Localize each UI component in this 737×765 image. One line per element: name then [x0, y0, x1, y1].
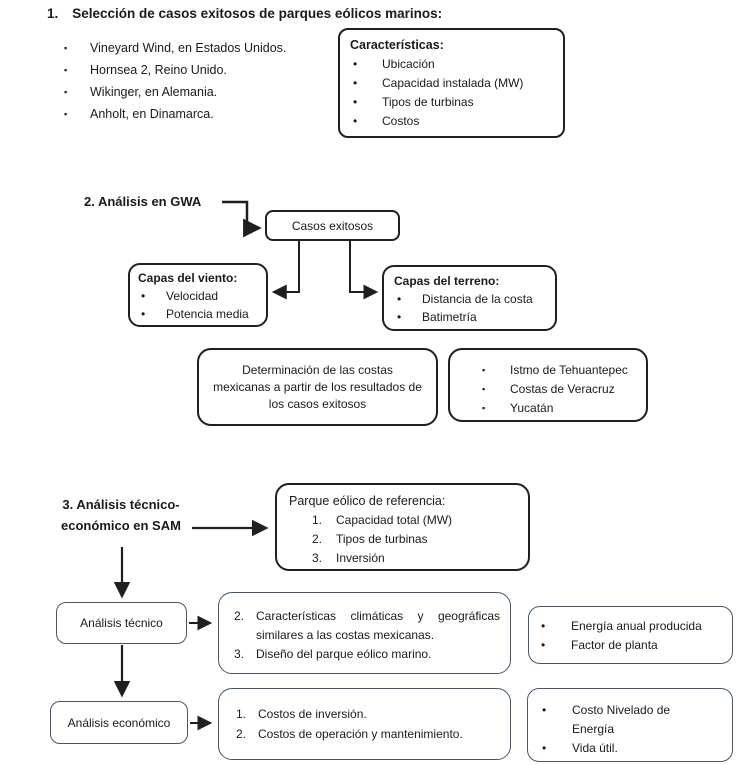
list-item: • Costos — [350, 112, 553, 131]
list-item: ▪ Wikinger, en Alemania. — [64, 81, 286, 103]
list-item: • Vida útil. — [538, 739, 696, 758]
list-item: 2. Tipos de turbinas — [312, 532, 428, 546]
list-item: ▪ Anholt, en Dinamarca. — [64, 103, 286, 125]
tecnico-resultados-list: • Energía anual producida • Factor de pl… — [537, 617, 724, 655]
economico-detalle-list: 1. Costos de inversión. 2. Costos de ope… — [233, 704, 500, 744]
list-item: ▪ Yucatán — [458, 399, 638, 418]
capas-terreno-box: Capas del terreno: • Distancia de la cos… — [382, 265, 557, 331]
list-item: • Distancia de la costa — [397, 292, 533, 306]
round-bullet: • — [541, 619, 546, 633]
list-item: • Batimetría — [397, 310, 477, 324]
list-item: ▪ Hornsea 2, Reino Unido. — [64, 59, 286, 81]
box-title: Capas del viento: — [138, 271, 238, 285]
list-item: • Velocidad — [141, 289, 219, 303]
square-bullet: ▪ — [482, 403, 486, 413]
parque-list: 1. Capacidad total (MW) 2. Tipos de turb… — [289, 511, 516, 568]
tecnico-detalle-box: 2. Características climáticas y geográfi… — [218, 592, 511, 674]
analisis-economico-box: Análisis económico — [50, 701, 188, 744]
economico-detalle-box: 1. Costos de inversión. 2. Costos de ope… — [218, 688, 511, 760]
heading-number: 1. — [47, 6, 59, 21]
square-bullet: ▪ — [482, 365, 486, 375]
sam-label: 3. Análisis técnico- económico en SAM — [46, 494, 196, 536]
sam-label-line2: económico en SAM — [61, 518, 181, 533]
determinacion-box: Determinación de las costas mexicanas a … — [197, 348, 438, 426]
list-item: 2. Características climáticas y geográfi… — [234, 609, 500, 642]
casos-exitosos-box: Casos exitosos — [265, 210, 400, 241]
box-title: Parque eólico de referencia: — [289, 494, 446, 508]
round-bullet: • — [542, 741, 547, 755]
list-item: 3. Diseño del parque eólico marino. — [234, 647, 432, 661]
plant-list: ▪ Vineyard Wind, en Estados Unidos. ▪ Ho… — [64, 37, 286, 125]
box-title: Características: — [350, 38, 444, 52]
costas-list: ▪ Istmo de Tehuantepec ▪ Costas de Verac… — [458, 361, 638, 418]
economico-resultados-box: • Costo Nivelado de Energía • Vida útil. — [527, 688, 733, 762]
list-item: ▪ Costas de Veracruz — [458, 380, 638, 399]
tecnico-resultados-box: • Energía anual producida • Factor de pl… — [528, 606, 733, 664]
economico-resultados-list: • Costo Nivelado de Energía • Vida útil. — [538, 701, 696, 758]
round-bullet: • — [397, 310, 402, 324]
round-bullet: • — [353, 114, 358, 128]
capas-viento-box: Capas del viento: • Velocidad • Potencia… — [128, 263, 268, 327]
list-item: ▪ Istmo de Tehuantepec — [458, 361, 638, 380]
round-bullet: • — [141, 289, 146, 303]
square-bullet: ▪ — [482, 384, 486, 394]
list-item: • Factor de planta — [537, 636, 724, 655]
list-item: • Capacidad instalada (MW) — [350, 74, 553, 93]
list-item: 2. Costos de operación y mantenimiento. — [236, 727, 463, 741]
list-item: • Tipos de turbinas — [350, 93, 553, 112]
round-bullet: • — [353, 57, 358, 71]
heading-seleccion: 1. Selección de casos exitosos de parque… — [47, 6, 442, 21]
round-bullet: • — [141, 307, 146, 321]
round-bullet: • — [542, 703, 547, 717]
sam-label-line1: 3. Análisis técnico- — [62, 497, 180, 512]
list-item: 1. Capacidad total (MW) — [312, 513, 453, 527]
square-bullet: ▪ — [64, 65, 68, 75]
gwa-label: 2. Análisis en GWA — [84, 194, 202, 209]
list-item: 3. Inversión — [312, 551, 385, 565]
list-item: ▪ Vineyard Wind, en Estados Unidos. — [64, 37, 286, 59]
list-item: • Potencia media — [141, 307, 249, 321]
tecnico-detalle-list: 2. Características climáticas y geográfi… — [231, 607, 500, 664]
caracteristicas-box: Características: • Ubicación • Capacidad… — [338, 28, 565, 138]
analisis-tecnico-box: Análisis técnico — [56, 602, 187, 644]
square-bullet: ▪ — [64, 43, 68, 53]
square-bullet: ▪ — [64, 109, 68, 119]
round-bullet: • — [353, 76, 358, 90]
list-item: • Costo Nivelado de Energía — [542, 703, 671, 736]
viento-list: • Velocidad • Potencia media — [138, 287, 258, 323]
list-item: 1. Costos de inversión. — [236, 707, 367, 721]
parque-referencia-box: Parque eólico de referencia: 1. Capacida… — [275, 483, 530, 571]
terreno-list: • Distancia de la costa • Batimetría — [394, 290, 545, 326]
list-item: • Ubicación — [350, 55, 553, 74]
box-title: Capas del terreno: — [394, 274, 500, 288]
square-bullet: ▪ — [64, 87, 68, 97]
list-item: • Energía anual producida — [537, 617, 724, 636]
round-bullet: • — [541, 638, 546, 652]
caracteristicas-list: • Ubicación • Capacidad instalada (MW) •… — [350, 55, 553, 131]
costas-box: ▪ Istmo de Tehuantepec ▪ Costas de Verac… — [448, 348, 648, 422]
round-bullet: • — [353, 95, 358, 109]
heading-text: Selección de casos exitosos de parques e… — [72, 6, 443, 21]
round-bullet: • — [397, 292, 402, 306]
